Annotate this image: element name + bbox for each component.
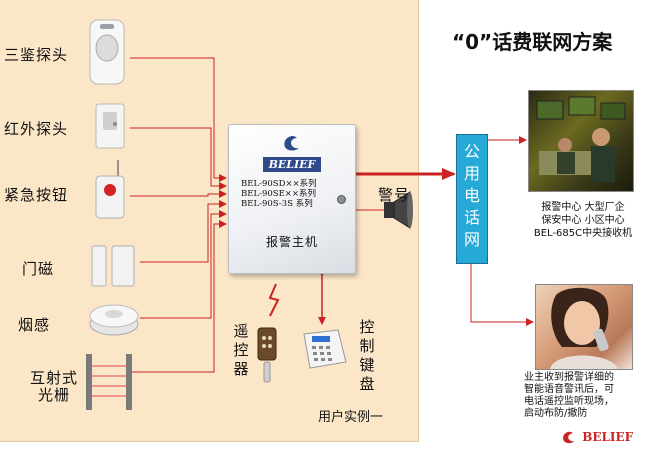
host-logo-text: BELIEF: [262, 157, 322, 172]
center-caption-2: 保安中心 小区中心: [541, 215, 625, 226]
belief-logo-icon: [284, 136, 299, 151]
smoke-detector-icon: [89, 304, 139, 336]
keypad-icon: [303, 329, 347, 369]
monitoring-center-photo: [528, 90, 634, 192]
pstn-network-box: 公用电话网: [456, 134, 488, 264]
label-door-contact: 门磁: [22, 260, 55, 278]
panic-button-icon: [95, 160, 125, 219]
label-siren: 警号: [378, 186, 411, 204]
label-user-case: 用户实例一: [318, 410, 384, 425]
remote-control-icon: [257, 327, 277, 383]
label-beam-detector: 互射式光栅: [29, 369, 78, 404]
homeowner-illustration: [550, 287, 618, 369]
homeowner-photo: [535, 284, 633, 370]
label-smoke-detector: 烟感: [18, 316, 51, 334]
user-caption-1: 业主收到报警详细的: [524, 372, 614, 383]
alarm-host: BELIEF BEL-90SD××系列 BEL-90SE××系列 BEL-90S…: [228, 124, 356, 274]
label-keypad: 控制键盘: [359, 318, 375, 393]
user-caption-4: 启动布防/撤防: [524, 408, 588, 419]
pstn-to-user-line: [470, 262, 534, 326]
label-ir-sensor: 红外探头: [4, 120, 69, 138]
center-caption-1: 报警中心 大型厂企: [541, 202, 625, 213]
wire-ir: [130, 127, 227, 190]
brand-logo-icon: [563, 431, 575, 443]
label-panic-button: 紧急按钮: [4, 186, 69, 204]
label-pir-sensor: 三鉴探头: [4, 46, 69, 64]
brand-logo-text: BELIEF: [582, 430, 634, 444]
brand-logo: BELIEF: [560, 430, 633, 445]
beam-detector-icon: [86, 354, 132, 410]
ir-sensor-icon: [95, 103, 125, 149]
wire-pir: [130, 57, 227, 182]
diagram-title: “0”话费联网方案: [452, 30, 613, 54]
host-knob-icon: [337, 195, 346, 204]
user-caption-2: 智能语音警讯后，可: [524, 384, 614, 395]
user-caption: 业主收到报警详细的 智能语音警讯后，可 电话遥控监听现场， 启动布防/撤防: [524, 372, 644, 420]
host-logo: BELIEF: [229, 135, 355, 172]
monitoring-center-illustration: [536, 96, 626, 182]
host-model-1: BEL-90SD××系列: [241, 179, 317, 189]
wire-panic: [130, 190, 227, 198]
center-caption-3: BEL-685C中央接收机: [533, 228, 633, 239]
wire-beam: [132, 220, 227, 373]
host-label: 报警主机: [265, 235, 318, 249]
user-caption-3: 电话遥控监听现场，: [524, 396, 614, 407]
door-contact-icon: [91, 245, 135, 287]
wireless-signal: [268, 283, 280, 317]
siren-icon: [384, 191, 413, 229]
wire-door: [140, 200, 227, 263]
host-model-3: BEL-90S-3S 系列: [241, 199, 313, 209]
wire-smoke: [140, 210, 227, 319]
host-model-2: BEL-90SE××系列: [241, 189, 317, 199]
device-wires: [130, 57, 227, 373]
label-remote-control: 遥控器: [233, 322, 249, 378]
pir-sensor-icon: [89, 19, 125, 85]
pstn-label: 公用电话网: [463, 142, 480, 249]
